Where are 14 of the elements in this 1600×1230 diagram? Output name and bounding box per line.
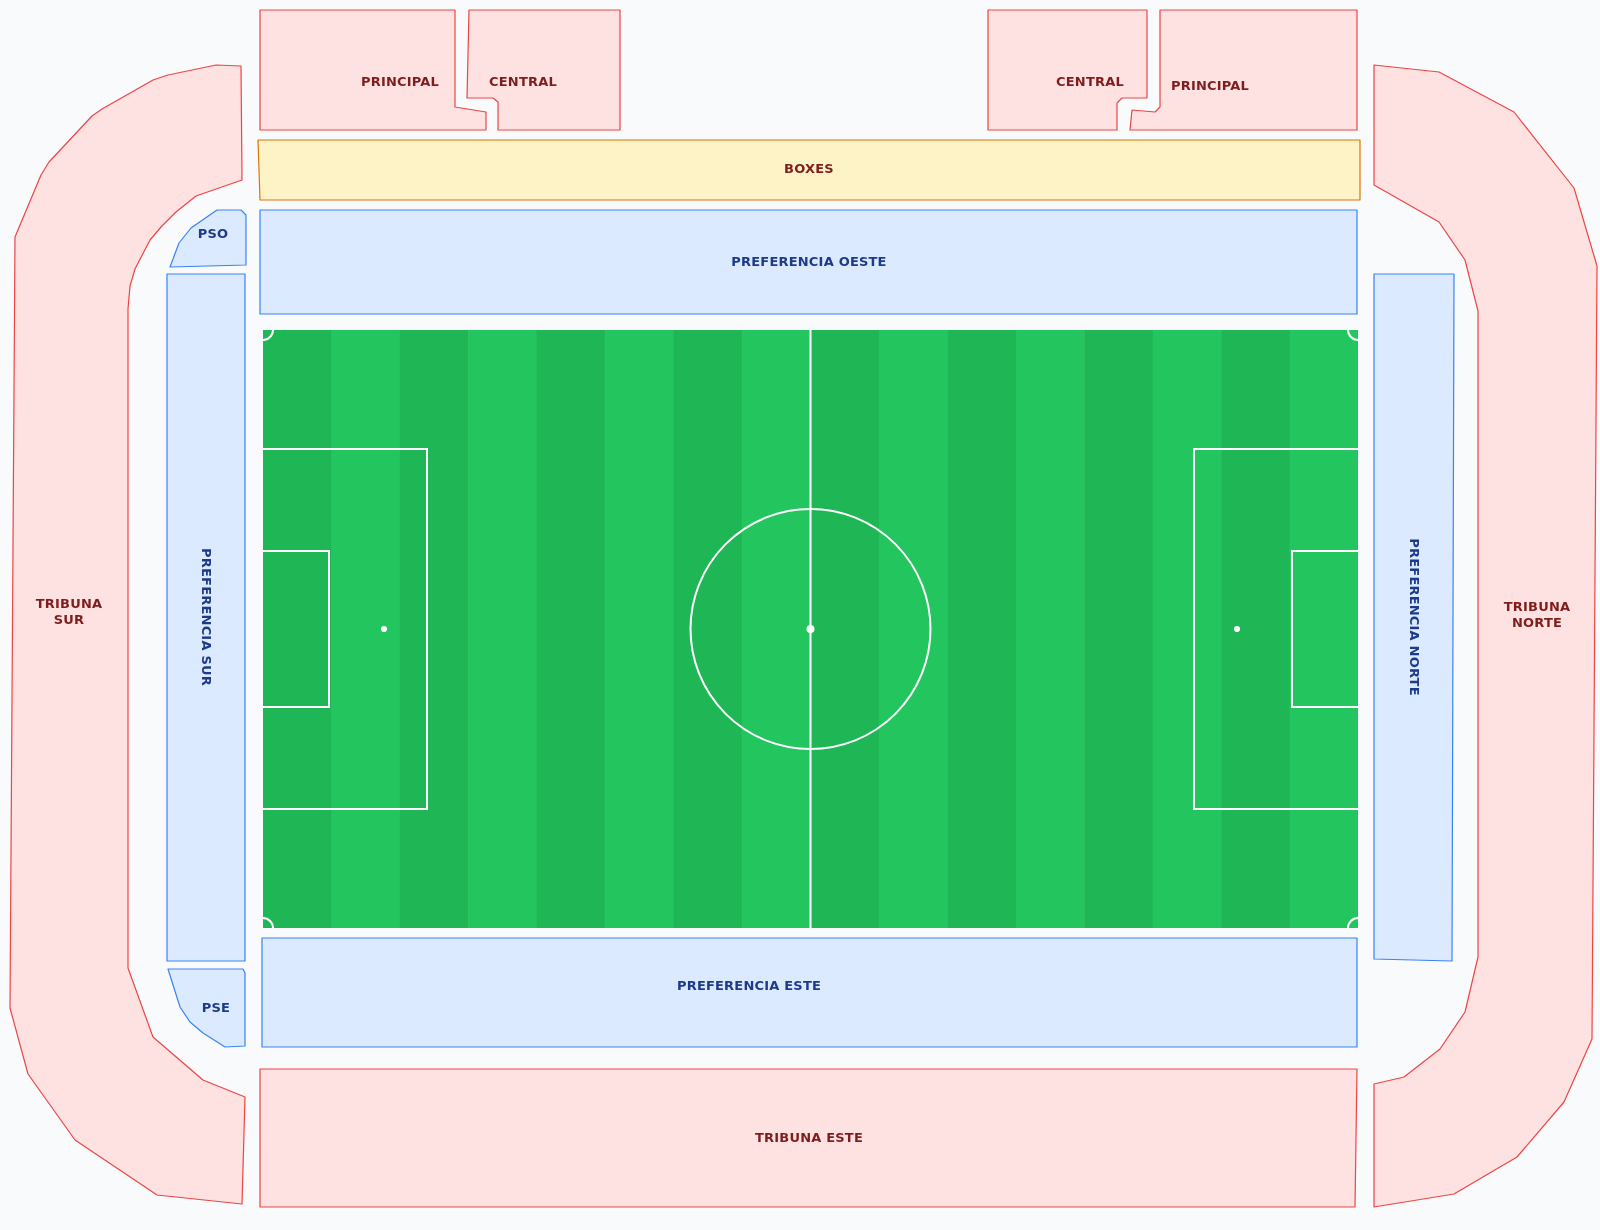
section-label: TRIBUNA NORTE [1502,598,1572,632]
section-label: PREFERENCIA SUR [198,548,215,686]
section-label: BOXES [784,160,834,178]
section-label: CENTRAL [1056,73,1124,91]
section-label: TRIBUNA ESTE [755,1129,863,1147]
section-label: PRINCIPAL [360,73,440,91]
section-label: CENTRAL [489,73,557,91]
section-label: PREFERENCIA ESTE [676,977,822,995]
section-label: PSO [197,225,229,243]
section-label: PREFERENCIA OESTE [731,253,887,271]
section-label: PRINCIPAL [1170,77,1250,95]
section-label: TRIBUNA SUR [34,595,104,629]
section-label: PSE [201,999,231,1017]
section-label: PREFERENCIA NORTE [1406,538,1423,696]
